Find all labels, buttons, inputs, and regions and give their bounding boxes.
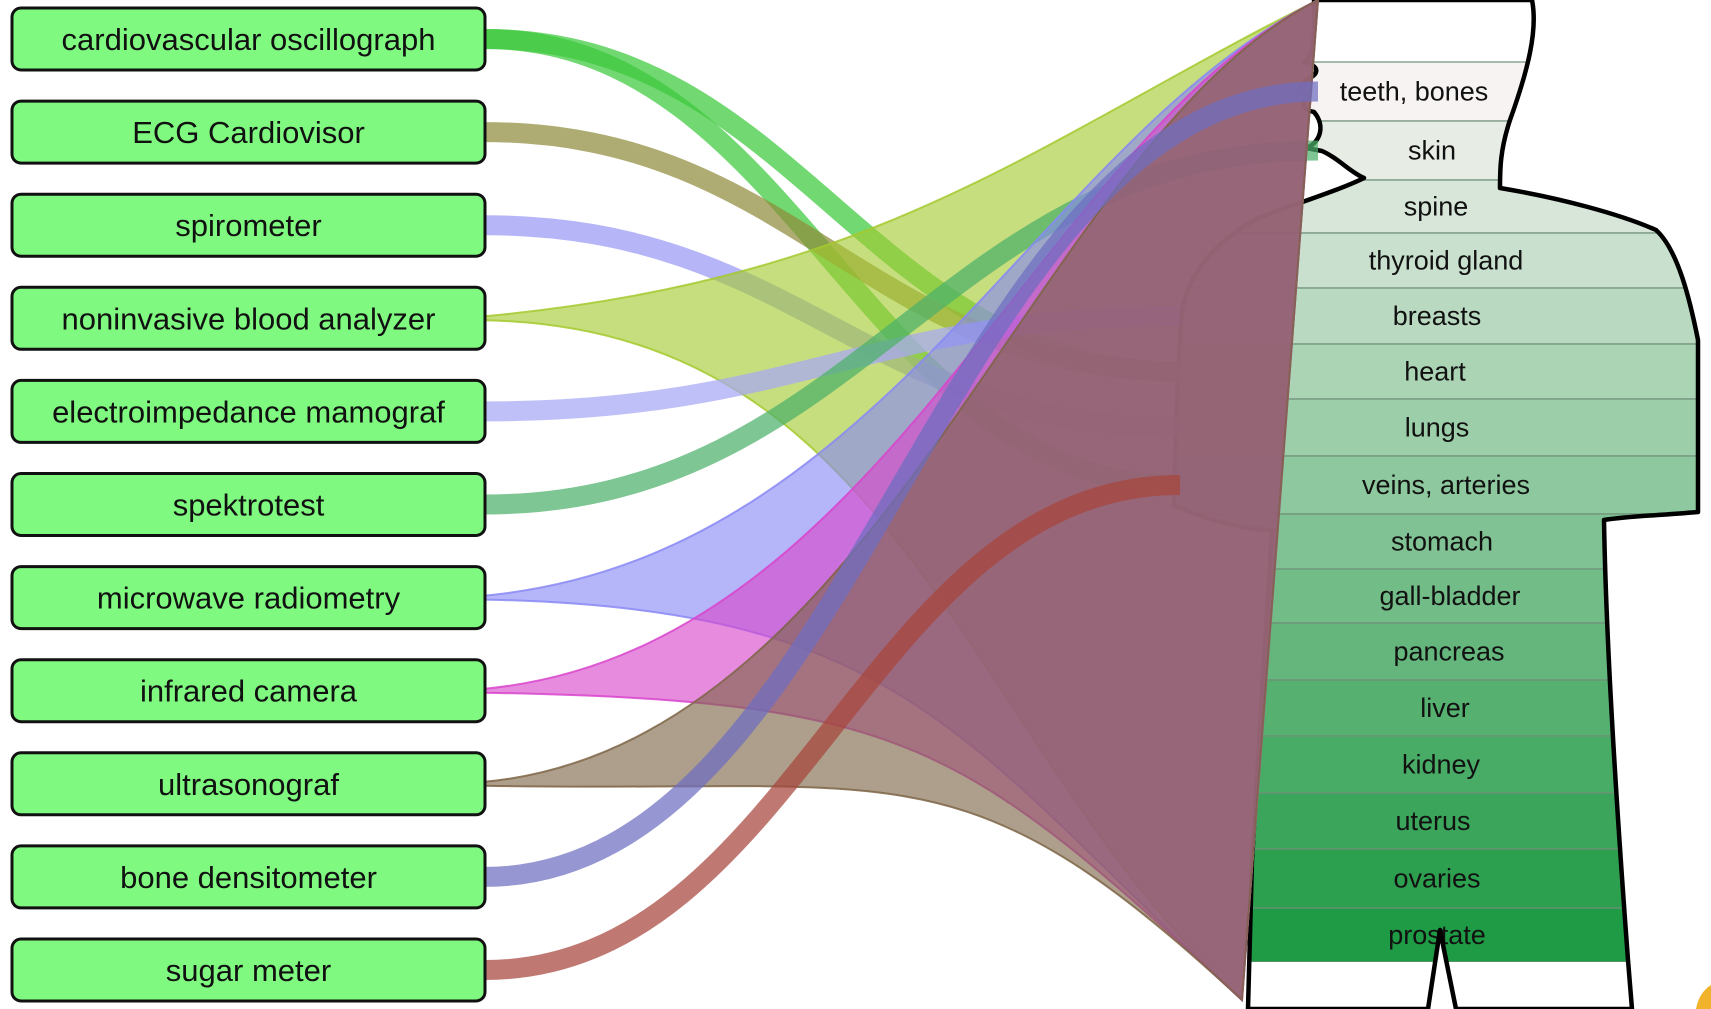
organ-label-uterus: uterus <box>1395 806 1470 836</box>
device-box-microwave-radiometry[interactable]: microwave radiometry <box>10 565 487 631</box>
device-box-frame <box>10 99 487 165</box>
device-box-ultrasonograf[interactable]: ultrasonograf <box>10 751 487 817</box>
device-box-frame <box>10 844 487 910</box>
organ-label-thyroid-gland: thyroid gland <box>1369 246 1524 276</box>
organ-label-kidney: kidney <box>1402 750 1481 780</box>
device-label-cardiovascular-oscillograph: cardiovascular oscillograph <box>62 22 436 57</box>
device-box-frame <box>10 378 487 444</box>
organ-label-skin: skin <box>1408 136 1456 166</box>
organ-label-breasts: breasts <box>1393 301 1482 331</box>
device-box-frame <box>10 565 487 631</box>
organ-label-gall-bladder: gall-bladder <box>1379 581 1520 611</box>
device-box-cardiovascular-oscillograph[interactable]: cardiovascular oscillograph <box>10 6 487 72</box>
device-label-sugar-meter: sugar meter <box>166 953 331 988</box>
organ-label-veins-arteries: veins, arteries <box>1362 470 1530 500</box>
device-label-ecg-cardiovisor: ECG Cardiovisor <box>132 115 365 150</box>
organ-label-liver: liver <box>1420 693 1470 723</box>
corner-accent-mark <box>1696 985 1711 1009</box>
device-label-microwave-radiometry: microwave radiometry <box>97 581 401 616</box>
device-box-electroimpedance-mamograf[interactable]: electroimpedance mamograf <box>10 378 487 444</box>
organ-band-uterus <box>1174 792 1698 850</box>
organ-label-pancreas: pancreas <box>1393 637 1504 667</box>
device-box-frame <box>10 751 487 817</box>
device-label-spektrotest: spektrotest <box>173 488 325 523</box>
device-box-bone-densitometer[interactable]: bone densitometer <box>10 844 487 910</box>
device-box-infrared-camera[interactable]: infrared camera <box>10 658 487 724</box>
device-box-spektrotest[interactable]: spektrotest <box>10 472 487 537</box>
organ-labels: teeth, bones skin spine thyroid gland breast… <box>1340 77 1530 951</box>
device-organ-links <box>484 0 1320 1003</box>
device-box-ecg-cardiovisor[interactable]: ECG Cardiovisor <box>10 99 487 165</box>
organ-label-spine: spine <box>1404 192 1469 222</box>
organ-label-ovaries: ovaries <box>1393 864 1480 894</box>
organ-label-stomach: stomach <box>1391 527 1493 557</box>
organ-label-teeth-bones: teeth, bones <box>1340 77 1489 107</box>
organ-label-lungs: lungs <box>1405 413 1470 443</box>
device-box-frame <box>10 192 487 258</box>
device-box-frame <box>10 285 487 351</box>
device-label-infrared-camera: infrared camera <box>140 674 358 709</box>
device-box-spirometer[interactable]: spirometer <box>10 192 487 258</box>
device-label-ultrasonograf: ultrasonograf <box>158 767 339 802</box>
link-bone-densitometer-to-teeth-bones <box>484 81 1319 887</box>
device-label-electroimpedance-mamograf: electroimpedance mamograf <box>52 394 445 429</box>
device-label-spirometer: spirometer <box>175 208 321 243</box>
organ-label-heart: heart <box>1404 357 1466 387</box>
device-box-frame <box>10 472 487 537</box>
organ-band-ovaries <box>1174 848 1698 909</box>
device-box-noninvasive-blood-analyzer[interactable]: noninvasive blood analyzer <box>10 285 487 351</box>
device-box-frame <box>10 937 487 1003</box>
link-sugar-meter-to-veins-arteries <box>484 475 1181 980</box>
device-box-frame <box>10 658 487 724</box>
device-box-sugar-meter[interactable]: sugar meter <box>10 937 487 1003</box>
device-label-noninvasive-blood-analyzer: noninvasive blood analyzer <box>62 301 436 336</box>
device-box-frame <box>10 6 487 72</box>
device-label-bone-densitometer: bone densitometer <box>120 860 377 895</box>
